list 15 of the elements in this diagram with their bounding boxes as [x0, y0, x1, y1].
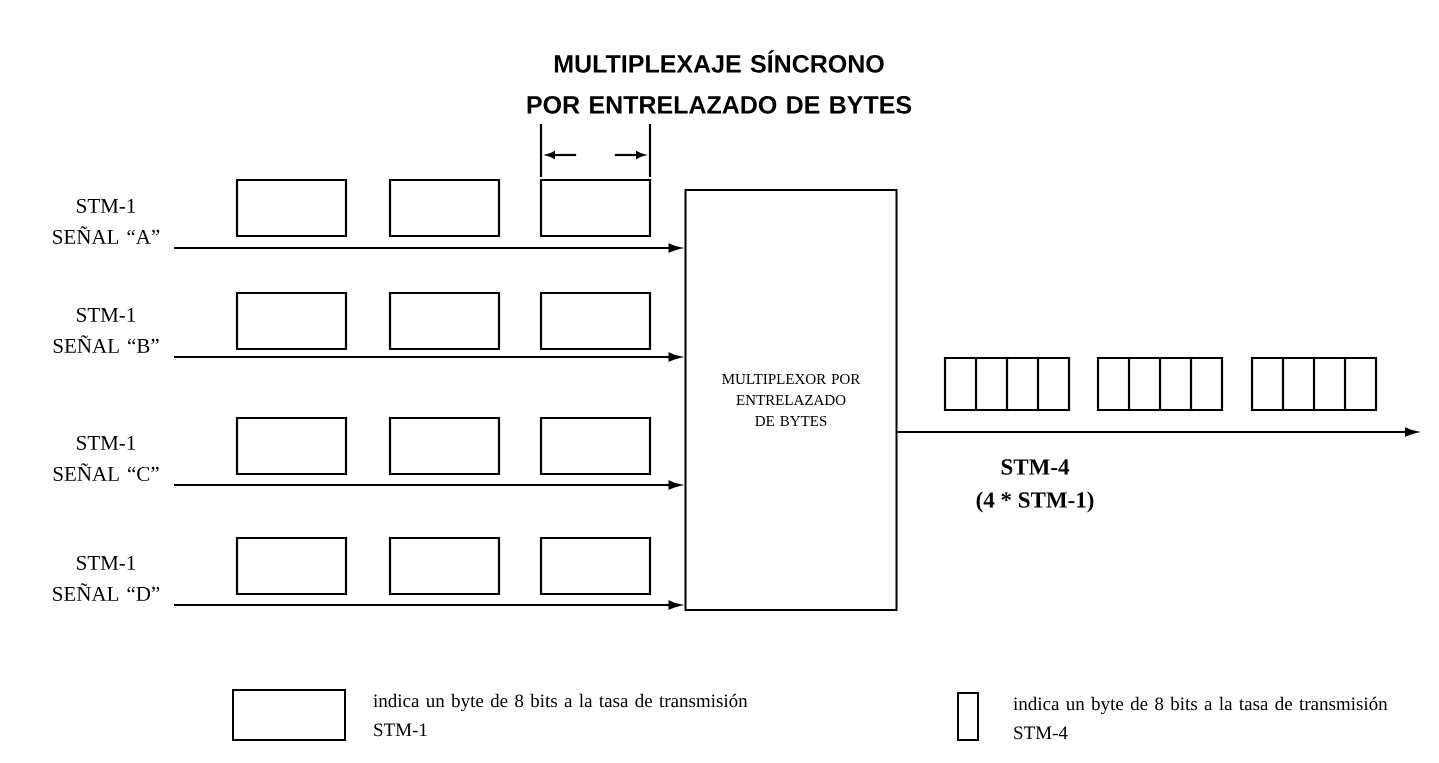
signal-label: STM-1 SEÑAL “C”	[53, 435, 159, 481]
signal-label: (4 * STM-1)	[976, 491, 1094, 513]
signal-label: STM-4	[1001, 459, 1070, 475]
arrow	[173, 352, 681, 362]
signal-label: STM-1 SEÑAL “A”	[53, 198, 160, 244]
title: MULTIPLEXAJE SÍNCRONO POR ENTRELAZADO DE BYTES	[527, 50, 912, 114]
arrow	[173, 600, 681, 610]
legend-text: indica un byte de 8 bits a la tasa de transmisión STM-1	[373, 693, 748, 737]
legend-text: indica un byte de 8 bits a la tasa de transmisión STM-4	[1013, 696, 1388, 740]
arrow	[173, 243, 681, 253]
multiplexer-box: MULTIPLEXOR POR ENTRELAZADO DE BYTES	[684, 189, 898, 611]
arrow	[173, 480, 681, 490]
signal-label: STM-1 SEÑAL “D”	[53, 555, 160, 601]
signal-label: STM-1 SEÑAL “B”	[53, 307, 159, 353]
arrow	[896, 427, 1418, 437]
